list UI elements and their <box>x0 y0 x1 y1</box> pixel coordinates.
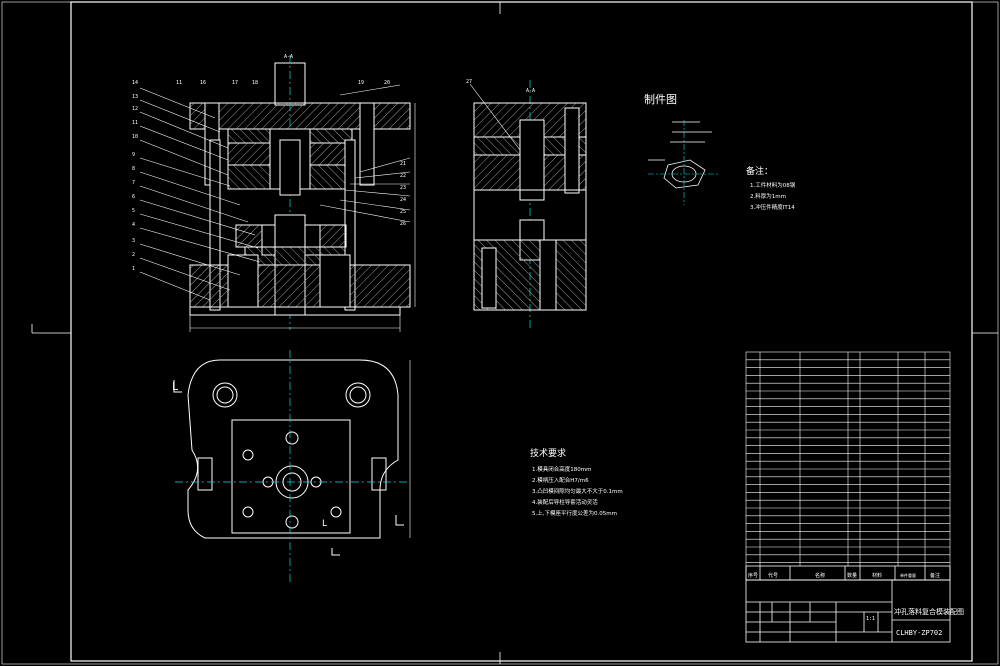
tech-requirement-2: 2.模柄压入配合H7/m6 <box>532 476 589 484</box>
part-number-right: 25 <box>400 209 406 215</box>
plan-view <box>173 350 411 585</box>
part-number-top: 19 <box>358 80 364 86</box>
part-number-left: 1 <box>132 266 135 272</box>
bom-table <box>745 351 951 581</box>
tech-requirement-4: 4.装配后导柱导套活动灵活 <box>532 498 598 506</box>
part-number-right: 22 <box>400 173 406 179</box>
section-letter-bottom: L <box>322 519 327 529</box>
part-number-top: 20 <box>384 80 390 86</box>
bom-header-weight: 单件重量 <box>900 572 916 578</box>
tech-requirement-5: 5.上,下模座平行度公差为0.05mm <box>532 509 617 517</box>
part-number-left: 14 <box>132 80 138 86</box>
bom-header-name: 名称 <box>815 572 825 579</box>
main-section-view <box>139 55 416 332</box>
title-block <box>745 565 951 643</box>
bom-header-remark: 备注 <box>930 572 940 579</box>
part-number-left: 5 <box>132 208 135 214</box>
section-letter-left: L <box>172 380 179 393</box>
side-view-number: 27 <box>466 79 472 85</box>
part-number-left: 3 <box>132 238 135 244</box>
drawing-scale: 1:1 <box>866 616 875 622</box>
bom-header-no: 序号 <box>748 572 758 579</box>
part-number-left: 6 <box>132 194 135 200</box>
note-2: 2.料厚为1mm <box>750 192 786 200</box>
part-number-left: 10 <box>132 134 138 140</box>
section-label: A-A <box>284 54 293 60</box>
bom-header-qty: 数量 <box>847 572 857 579</box>
part-number-right: 24 <box>400 197 406 203</box>
bom-header-code: 代号 <box>768 572 778 579</box>
tech-requirements-title: 技术要求 <box>530 447 566 459</box>
part-drawing <box>648 120 720 205</box>
part-number-left: 9 <box>132 152 135 158</box>
part-number-top: 11 <box>176 80 182 86</box>
part-number-right: 23 <box>400 185 406 191</box>
drawing-name: 冲孔落料复合模装配图 <box>894 607 964 616</box>
part-number-top: 16 <box>200 80 206 86</box>
bom-header-material: 材料 <box>872 572 882 579</box>
side-section-view <box>469 80 587 330</box>
part-number-left: 7 <box>132 180 135 186</box>
part-number-top: 18 <box>252 80 258 86</box>
part-number-left: 8 <box>132 166 135 172</box>
tech-requirement-1: 1.模具闭合高度180mm <box>532 465 591 473</box>
part-drawing-title: 制件图 <box>644 93 677 106</box>
part-number-left: 2 <box>132 252 135 258</box>
notes-title: 备注： <box>746 165 773 177</box>
part-number-right: 21 <box>400 161 406 167</box>
part-number-top: 17 <box>232 80 238 86</box>
part-number-right: 26 <box>400 221 406 227</box>
tech-requirement-3: 3.凸凹模间隙均匀最大不大于0.1mm <box>532 487 623 495</box>
side-section-label: A-A <box>526 88 535 94</box>
part-number-left: 13 <box>132 94 138 100</box>
note-1: 1.工件材料为08钢 <box>750 181 796 189</box>
drawing-number: CLHBY-ZP702 <box>896 629 942 637</box>
part-number-left: 11 <box>132 120 138 126</box>
note-3: 3.冲压件精度IT14 <box>750 203 795 211</box>
part-number-left: 12 <box>132 106 138 112</box>
part-number-left: 4 <box>132 222 135 228</box>
